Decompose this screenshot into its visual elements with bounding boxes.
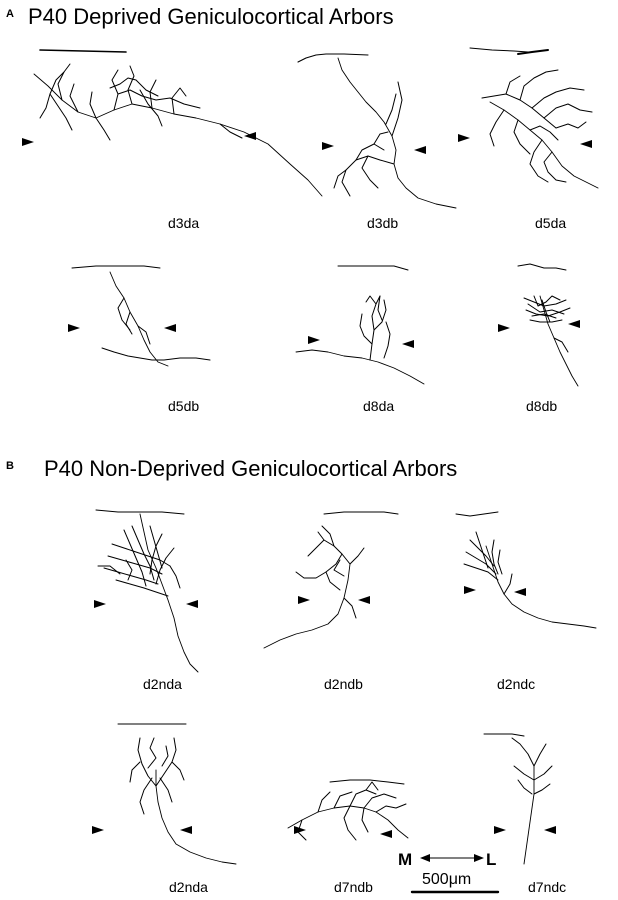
arrowhead-right-icon <box>298 596 310 604</box>
arrowhead-left-icon <box>380 830 392 838</box>
scale-bar-label: 500μm <box>422 871 472 888</box>
arrowhead-right-icon <box>68 324 80 332</box>
arbor-d5db <box>71 265 211 367</box>
arrowhead-left-icon <box>580 140 592 148</box>
arbor-d8db <box>517 263 579 387</box>
arrowhead-left-icon <box>414 146 426 154</box>
arrowhead-right-icon <box>458 134 470 142</box>
pia-surface-line <box>297 53 369 63</box>
arbor-label-d7ndc: d7ndc <box>528 879 567 895</box>
arbor-label-d8da: d8da <box>363 398 395 414</box>
arbor-d7ndb <box>287 779 409 841</box>
arbor-d5da <box>469 47 599 189</box>
pia-surface-line <box>323 511 399 515</box>
arrowhead-right-icon <box>494 826 506 834</box>
arbor-label-d5db: d5db <box>168 398 200 414</box>
panel-b-letter: B <box>6 460 14 472</box>
panel-a-letter: A <box>6 8 14 20</box>
arbor-d8da <box>295 265 425 385</box>
medial-label: M <box>398 850 413 869</box>
arbor-label-d2nda-top: d2nda <box>143 676 182 692</box>
pia-surface-line <box>517 263 567 271</box>
arbor-label-d5da: d5da <box>535 215 567 231</box>
pia-surface-line <box>95 509 185 515</box>
arrowhead-right-icon <box>322 142 334 150</box>
arrowhead-right-icon <box>22 138 34 146</box>
arrowhead-right-icon <box>464 586 476 594</box>
arrowhead-left-icon <box>180 826 192 834</box>
arbor-d3da <box>33 49 323 197</box>
arbor-label-d2ndc: d2ndc <box>497 676 536 692</box>
arrowhead-left-icon <box>244 132 256 140</box>
lateral-label: L <box>486 850 497 869</box>
arrowhead-left-icon <box>402 340 414 348</box>
medial-lateral-arrow-icon <box>420 854 484 862</box>
arrowhead-right-icon <box>498 324 510 332</box>
arrowhead-left-icon <box>568 320 580 328</box>
arbor-label-d2nda-bottom: d2nda <box>169 879 208 895</box>
pia-surface-line <box>329 779 405 785</box>
arbor-label-d8db: d8db <box>526 398 558 414</box>
arrowhead-right-icon <box>92 826 104 834</box>
arbor-d2ndc <box>455 511 597 629</box>
pia-surface-line <box>483 733 525 737</box>
arbor-d3db <box>297 53 457 209</box>
arrowhead-left-icon <box>186 600 198 608</box>
arbor-d2nda-top <box>95 509 199 673</box>
arrowhead-left-icon <box>544 826 556 834</box>
pia-surface-line <box>71 265 161 269</box>
pia-surface-line <box>39 49 127 53</box>
pia-surface-line <box>337 265 409 271</box>
panel-a-title: P40 Deprived Geniculocortical Arbors <box>28 4 394 29</box>
arbor-label-d2ndb: d2ndb <box>324 676 363 692</box>
pia-surface-line <box>517 49 549 55</box>
arrowhead-left-icon <box>358 596 370 604</box>
pia-surface-line <box>455 511 499 517</box>
arbor-label-d3da: d3da <box>168 215 200 231</box>
layer-iv-markers <box>22 132 592 838</box>
arrowhead-left-icon <box>514 588 526 596</box>
arbor-d7ndc <box>483 733 553 865</box>
panel-b-title: P40 Non-Deprived Geniculocortical Arbors <box>44 456 458 481</box>
arrowhead-right-icon <box>94 600 106 608</box>
arrowhead-left-icon <box>164 324 176 332</box>
arrowhead-right-icon <box>308 336 320 344</box>
arbor-label-d7ndb: d7ndb <box>334 879 373 895</box>
arbor-label-d3db: d3db <box>367 215 399 231</box>
arrowhead-right-icon <box>294 826 306 834</box>
arbor-d2ndb <box>263 511 399 649</box>
arbor-d2nda-bottom <box>117 723 237 865</box>
